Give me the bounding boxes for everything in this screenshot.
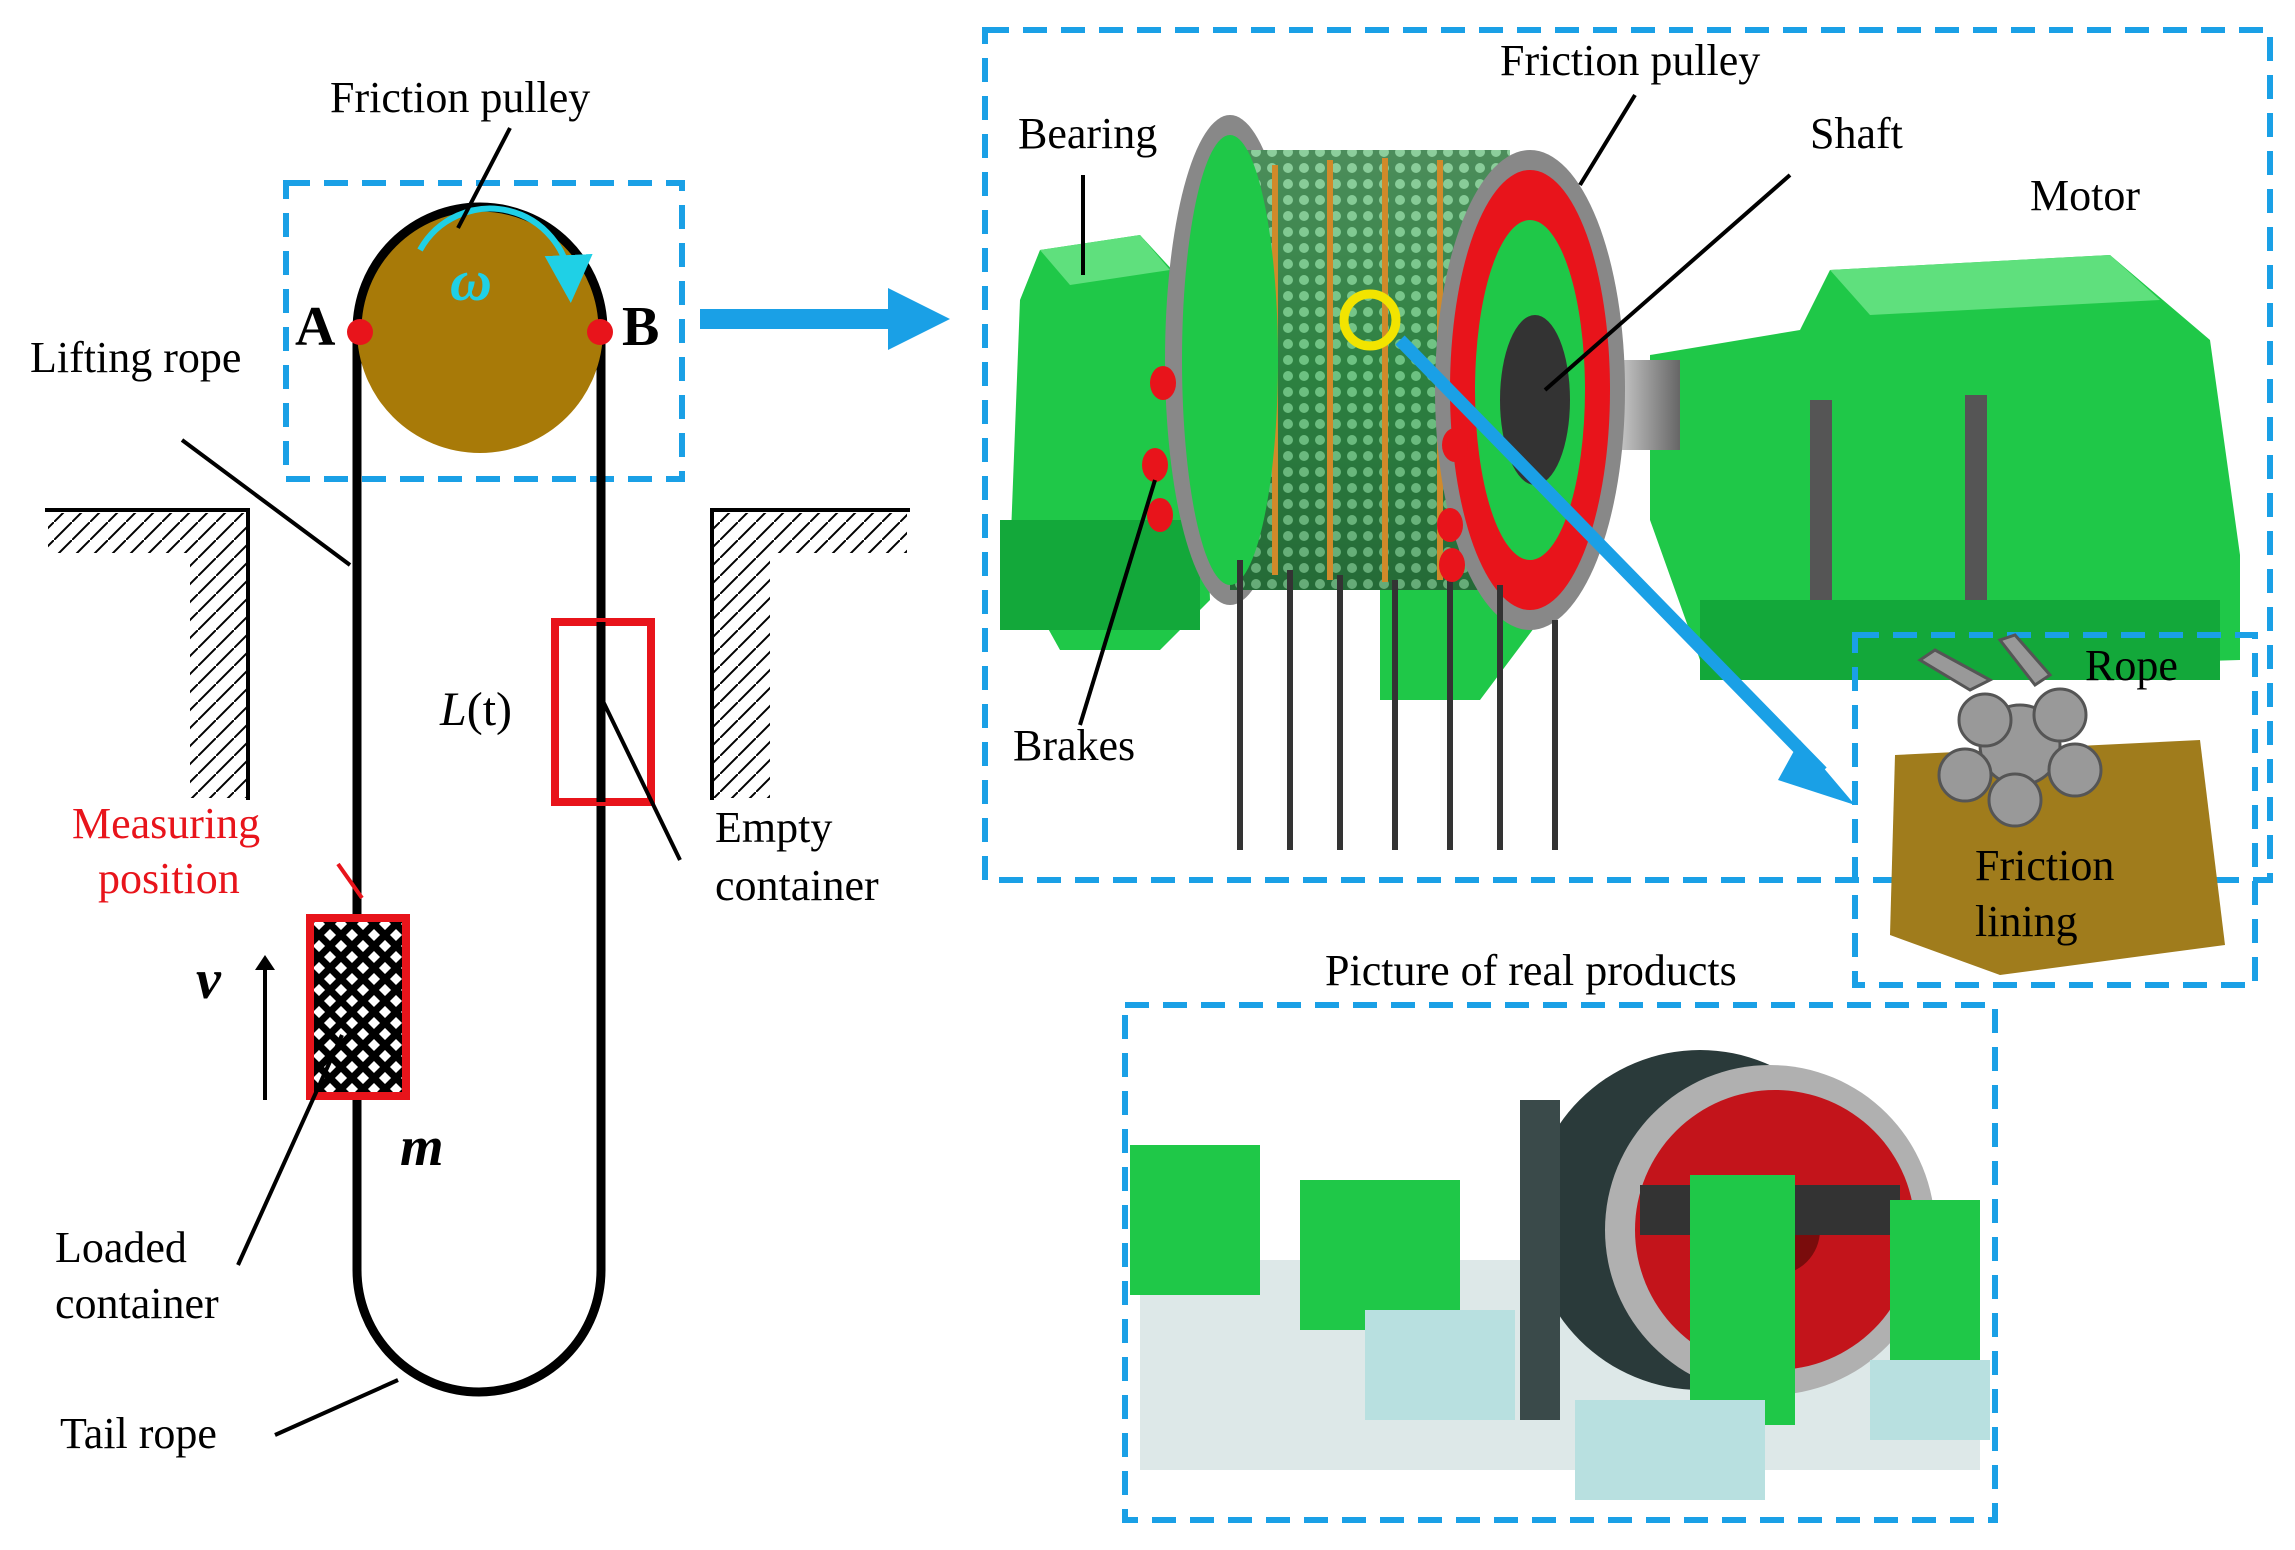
- point-a-dot: [347, 319, 373, 345]
- point-a-label: A: [295, 296, 336, 358]
- hanging-ropes: [1237, 560, 1558, 850]
- inset-dashed-frame: [1852, 632, 2258, 988]
- empty-container-line2: container: [715, 861, 879, 910]
- mass-symbol: m: [400, 1116, 444, 1178]
- motor-label: Motor: [2030, 171, 2140, 220]
- hoist-model-panel: Bearing Friction pulley Shaft Motor Brak…: [982, 27, 2273, 883]
- model-dashed-frame: [982, 27, 2273, 883]
- rotation-arrow: [417, 205, 593, 303]
- tail-rope-label: Tail rope: [60, 1409, 217, 1458]
- motor: [1650, 255, 2240, 680]
- point-b-dot: [587, 319, 613, 345]
- brakes-label: Brakes: [1013, 721, 1135, 770]
- rope-loop: [352, 328, 606, 1397]
- rope-label: Rope: [2085, 641, 2178, 690]
- hoist-schematic: ω A B Friction pulley Lifting rope L(t) …: [30, 73, 910, 1458]
- loaded-container-line2: container: [55, 1279, 219, 1328]
- real-products-title: Picture of real products: [1325, 946, 1737, 995]
- friction-pulley-label: Friction pulley: [330, 73, 590, 122]
- bearing-block: [1000, 235, 1210, 650]
- brakes: [1142, 366, 1468, 582]
- real-products-panel: Picture of real products: [1122, 946, 1998, 1523]
- lifting-rope-label: Lifting rope: [30, 333, 241, 382]
- bearing-label: Bearing: [1018, 109, 1157, 158]
- real-products-dashed-frame: [1122, 1002, 1998, 1523]
- friction-drum: [1165, 115, 1625, 630]
- velocity-symbol: v: [196, 949, 222, 1011]
- shaft-wall-left: [45, 508, 250, 800]
- inset-pointer-arrow: [1395, 335, 1827, 777]
- point-b-label: B: [622, 296, 659, 358]
- omega-symbol: ω: [450, 248, 492, 313]
- pulley-dashed-frame: [283, 180, 685, 482]
- friction-lining-line2: lining: [1975, 897, 2078, 946]
- rope-inset: Rope Friction lining: [1852, 632, 2258, 988]
- rope-highlight-ring: [1339, 289, 1401, 351]
- shaft-label: Shaft: [1810, 109, 1903, 158]
- empty-container-line1: Empty: [715, 803, 832, 852]
- model-friction-pulley-label: Friction pulley: [1500, 36, 1760, 85]
- friction-lining-line1: Friction: [1975, 841, 2114, 890]
- zoom-arrow: [700, 288, 950, 350]
- loaded-container-line1: Loaded: [55, 1223, 187, 1272]
- shaft-wall-right: [710, 508, 910, 800]
- measuring-position-pointer: [336, 862, 364, 900]
- length-label: L(t): [439, 683, 512, 736]
- measuring-position-line1: Measuring: [72, 799, 260, 848]
- rope-strands: [1917, 633, 2103, 828]
- measuring-position-line2: position: [98, 854, 240, 903]
- friction-pulley: [357, 207, 603, 453]
- real-products-photo: [1130, 1050, 1990, 1500]
